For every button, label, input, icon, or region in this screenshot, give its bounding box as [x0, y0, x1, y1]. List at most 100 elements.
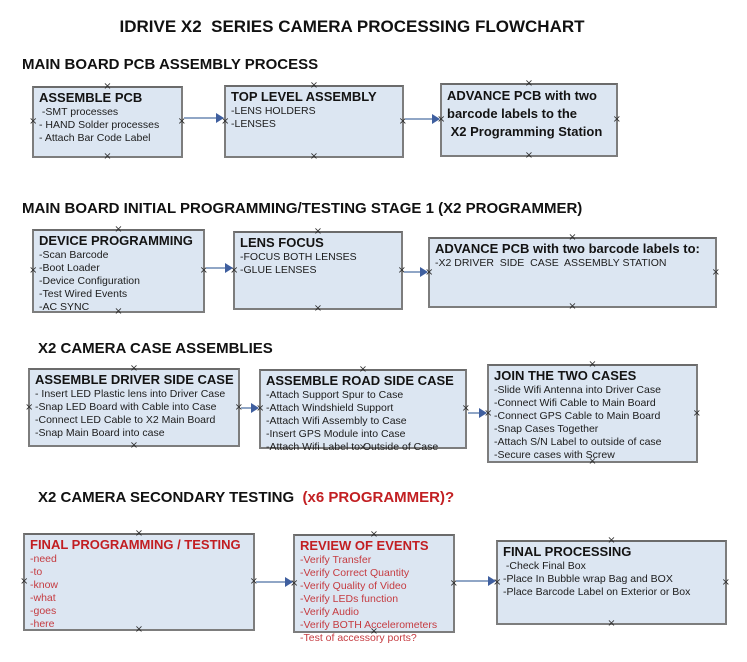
box-item: -AC SYNC — [39, 301, 90, 313]
box-item: -Verify Correct Quantity — [300, 567, 410, 579]
box-item: -here — [30, 618, 55, 630]
box-item: -to — [30, 566, 43, 578]
box-item: -Test Wired Events — [39, 288, 128, 300]
connector-x-marker: × — [711, 266, 720, 278]
heading-text: X2 CAMERA CASE ASSEMBLIES — [38, 340, 273, 357]
heading-text: X2 CAMERA SECONDARY TESTING — [38, 489, 303, 506]
flow-arrow — [404, 267, 428, 276]
box-item: -Place Barcode Label on Exterior or Box — [503, 586, 691, 598]
box-item: -need — [30, 553, 57, 565]
box-review-of-events: × × × × REVIEW OF EVENTS -Verify Transfe… — [290, 530, 458, 645]
box-item: -Attach Windshield Support — [266, 402, 394, 414]
box-title: ASSEMBLE ROAD SIDE CASE — [266, 373, 454, 388]
box-assemble-pcb: × × × × ASSEMBLE PCB -SMT processes - HA… — [29, 82, 186, 162]
box-lens-focus: × × × × LENS FOCUS -FOCUS BOTH LENSES -G… — [230, 227, 406, 314]
box-item: -Attach Support Spur to Case — [266, 389, 404, 401]
box-advance-pcb-to-assembly-station: × × × × ADVANCE PCB with two barcode lab… — [425, 233, 720, 312]
connector-x-marker: × — [309, 151, 319, 162]
box-item: -Verify BOTH Accelerometers — [300, 619, 438, 631]
box-item: - Attach Bar Code Label — [39, 132, 151, 144]
box-item: -Verify Quality of Video — [300, 580, 407, 592]
box-item: -Slide Wifi Antenna into Driver Case — [494, 384, 661, 396]
section-heading-secondary-testing: X2 CAMERA SECONDARY TESTING (x6 PROGRAMM… — [38, 489, 454, 507]
box-item: -Connect Wifi Cable to Main Board — [494, 397, 656, 409]
box-item: -Boot Loader — [39, 262, 100, 274]
section-heading-pcb-assembly: MAIN BOARD PCB ASSEMBLY PROCESS — [22, 56, 318, 74]
box-title: ASSEMBLE PCB — [39, 90, 143, 105]
box-item: -Secure cases with Screw — [494, 449, 615, 461]
flow-arrow — [206, 263, 233, 272]
connector-x-marker: × — [20, 576, 29, 587]
box-item: -Place In Bubble wrap Bag and BOX — [503, 573, 673, 585]
box-item: -what — [30, 592, 56, 604]
box-assemble-driver-side-case: × × × × ASSEMBLE DRIVER SIDE CASE - Inse… — [25, 364, 243, 451]
box-title: LENS FOCUS — [240, 235, 324, 250]
page-title: IDRIVE X2 SERIES CAMERA PROCESSING FLOWC… — [119, 17, 585, 36]
box-item: -Connect GPS Cable to Main Board — [494, 410, 661, 422]
box-device-programming: × × × × DEVICE PROGRAMMING -Scan Barcode… — [29, 225, 208, 317]
box-item: -X2 DRIVER SIDE CASE ASSEMBLY STATION — [435, 257, 667, 269]
box-item: -know — [30, 579, 59, 591]
box-title: JOIN THE TWO CASES — [494, 368, 637, 383]
box-item: -Attach S/N Label to outside of case — [494, 436, 662, 448]
flow-arrow — [241, 403, 259, 412]
box-title: TOP LEVEL ASSEMBLY — [231, 89, 377, 104]
box-item: -goes — [30, 605, 57, 617]
heading-text: MAIN BOARD PCB ASSEMBLY PROCESS — [22, 56, 319, 73]
box-item: -Device Configuration — [39, 275, 140, 287]
box-item: -SMT processes — [39, 106, 119, 118]
box-item: -LENS HOLDERS — [231, 105, 316, 117]
heading-text: MAIN BOARD INITIAL PROGRAMMING/TESTING S… — [22, 200, 583, 217]
box-top-level-assembly: × × × × TOP LEVEL ASSEMBLY -LENS HOLDERS… — [221, 81, 407, 162]
box-item: -LENSES — [231, 118, 276, 130]
flow-arrow — [184, 113, 224, 122]
box-item: -Scan Barcode — [39, 249, 109, 261]
connector-x-marker: × — [129, 440, 139, 451]
box-item: -Attach Wifi Label to Outside of Case — [266, 441, 439, 453]
connector-x-marker: × — [29, 265, 38, 276]
box-item: -Check Final Box — [503, 560, 586, 572]
connector-x-marker: × — [313, 303, 323, 314]
box-item: -Verify LEDs function — [300, 593, 399, 605]
box-title: ADVANCE PCB with two barcode labels to: — [435, 241, 700, 256]
flow-arrow — [468, 408, 487, 417]
box-text-line: barcode labels to the — [447, 106, 578, 121]
box-item: -Snap LED Board with Cable into Case — [35, 401, 217, 413]
box-advance-pcb-to-programming-station: × × × × ADVANCE PCB with two barcode lab… — [437, 79, 621, 161]
box-text-line: X2 Programming Station — [447, 124, 603, 139]
box-title: DEVICE PROGRAMMING — [39, 233, 193, 248]
box-title: FINAL PROGRAMMING / TESTING — [30, 537, 241, 552]
flow-arrow — [456, 576, 496, 585]
box-item: -Connect LED Cable to X2 Main Board — [35, 414, 216, 426]
box-final-processing: × × × × FINAL PROCESSING -Check Final Bo… — [493, 536, 730, 629]
connector-x-marker: × — [568, 301, 577, 312]
box-title: REVIEW OF EVENTS — [300, 538, 429, 553]
section-heading-initial-programming: MAIN BOARD INITIAL PROGRAMMING/TESTING S… — [22, 200, 582, 218]
connector-x-marker: × — [612, 114, 621, 125]
connector-x-marker: × — [607, 618, 616, 629]
connector-x-marker: × — [29, 116, 38, 127]
flow-arrow — [405, 114, 440, 123]
box-item: - HAND Solder processes — [39, 119, 160, 131]
box-join-the-two-cases: × × × × JOIN THE TWO CASES -Slide Wifi A… — [484, 360, 701, 467]
connector-x-marker: × — [721, 576, 730, 588]
box-item: -Test of accessory ports? — [300, 632, 417, 644]
box-item: -Attach Wifi Assembly to Case — [266, 415, 407, 427]
box-text-line: ADVANCE PCB with two — [447, 88, 597, 103]
box-item: -FOCUS BOTH LENSES — [240, 251, 357, 263]
section-heading-case-assemblies: X2 CAMERA CASE ASSEMBLIES — [38, 340, 273, 358]
flow-arrow — [256, 577, 293, 586]
heading-red-text: (x6 PROGRAMMER)? — [302, 489, 455, 506]
box-title: FINAL PROCESSING — [503, 544, 632, 559]
connector-x-marker: × — [692, 407, 701, 419]
connector-x-marker: × — [177, 116, 186, 127]
box-item: -GLUE LENSES — [240, 264, 317, 276]
connector-x-marker: × — [103, 151, 112, 162]
connector-x-marker: × — [25, 401, 34, 413]
box-assemble-road-side-case: × × × × ASSEMBLE ROAD SIDE CASE -Attach … — [256, 365, 470, 454]
box-item: -Insert GPS Module into Case — [266, 428, 406, 440]
connector-x-marker: × — [524, 150, 534, 161]
box-final-programming-testing: × × × × FINAL PROGRAMMING / TESTING -nee… — [20, 529, 258, 635]
box-item: -Verify Transfer — [300, 554, 372, 566]
